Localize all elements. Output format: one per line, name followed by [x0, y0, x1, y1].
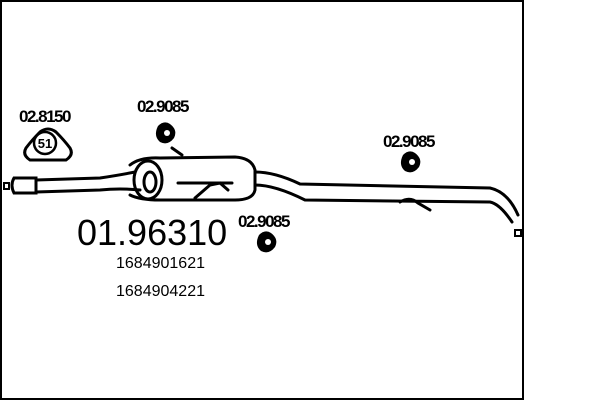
- accessory-code: 02.9085: [137, 97, 189, 116]
- rear-silencer-pipe: [3, 146, 522, 237]
- main-part-number: 01.96310: [77, 212, 227, 253]
- accessory-code: 02.9085: [383, 132, 435, 151]
- clamp-icon: 51: [23, 127, 73, 162]
- rubber-mount-icon: [400, 151, 421, 173]
- accessory-code: 02.9085: [238, 212, 290, 231]
- clamp-badge: 51: [38, 136, 52, 151]
- rubber-mount-icon: [155, 122, 176, 144]
- oem-number: 1684901621: [116, 255, 205, 272]
- frame-border: [0, 0, 524, 400]
- rubber-mount-icon: [256, 231, 277, 253]
- accessory-code: 02.8150: [19, 107, 71, 126]
- oem-number: 1684904221: [116, 283, 205, 300]
